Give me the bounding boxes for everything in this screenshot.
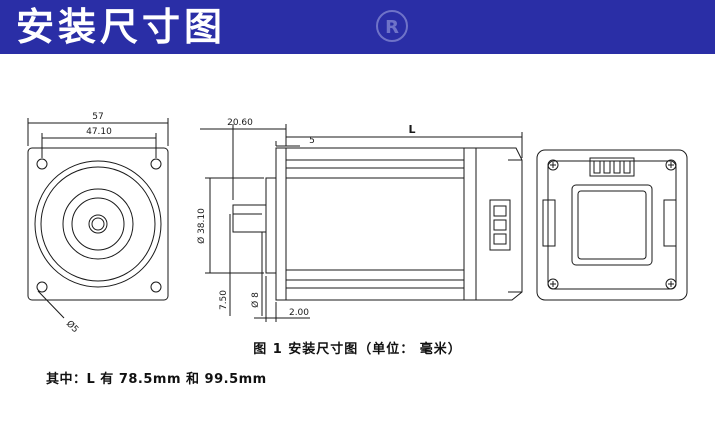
dim-pilot-depth: 2.00 [289,308,309,318]
dim-step-length: 5 [309,136,315,146]
installation-drawing: 57 47.10 Ø5 20.60 5 L Ø 38.10 7.50 Ø 8 2… [27,112,688,335]
header-banner: 安装尺寸图 R [0,0,715,54]
length-note: 其中：L 有 78.5mm 和 99.5mm [46,372,267,387]
dim-pilot-diameter: Ø 38.10 [196,208,207,244]
dim-hole-spacing: 47.10 [86,127,112,137]
dim-flange-width: 57 [92,112,103,122]
side-view [200,124,523,322]
dim-hole-diameter: Ø5 [64,318,81,335]
figure-caption: 图 1 安装尺寸图（单位： 毫米） [253,342,462,357]
dim-shaft-extension: 20.60 [227,118,253,128]
registered-trademark-icon: R [376,10,408,42]
dim-key-height: 7.50 [219,290,229,310]
svg-text:R: R [385,17,399,38]
rear-view [536,149,688,301]
dim-shaft-diameter: Ø 8 [250,292,261,308]
page-title: 安装尺寸图 [16,5,227,49]
front-view [27,118,169,319]
dim-body-length: L [408,123,415,136]
